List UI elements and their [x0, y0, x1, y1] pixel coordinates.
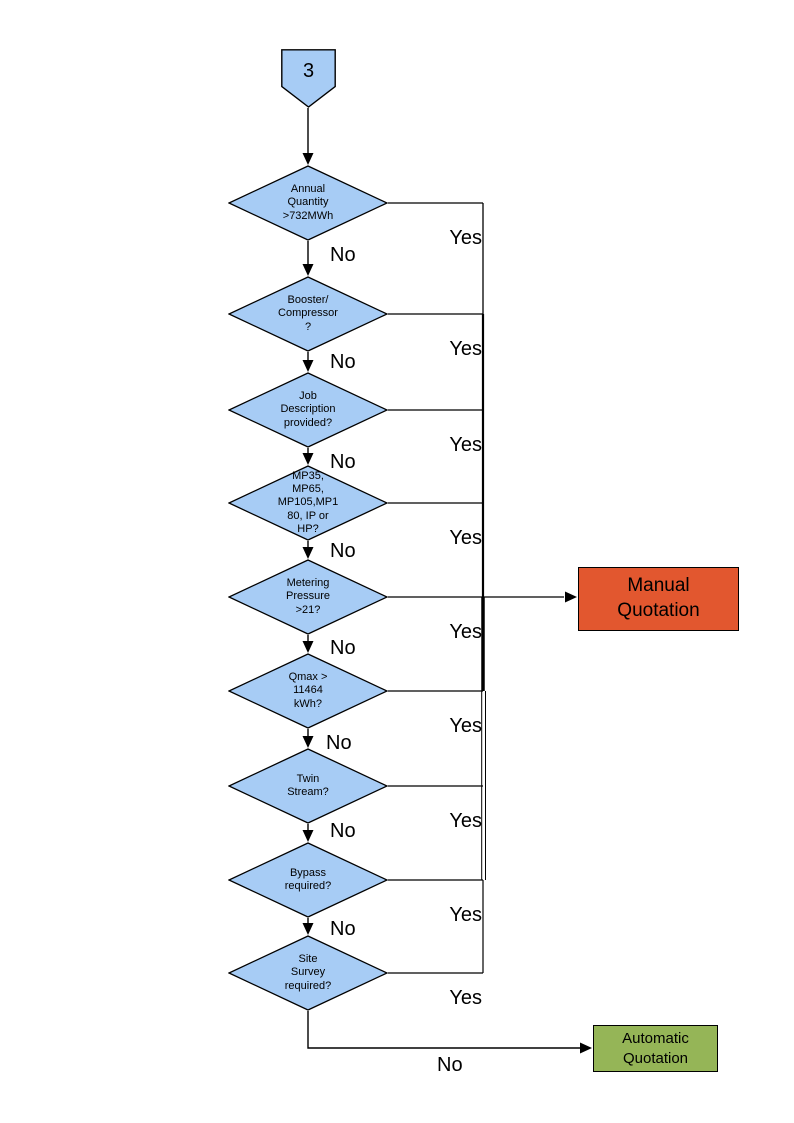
- no-label: No: [330, 637, 356, 659]
- decision-label: Annual Quantity >732MWh: [282, 183, 334, 222]
- diamond-shape: [228, 372, 388, 448]
- yes-connectors: [388, 202, 564, 974]
- no-label: No: [330, 451, 356, 473]
- no-label: No: [437, 1054, 463, 1076]
- decision-label: Bypass required?: [284, 866, 332, 892]
- no-label: No: [330, 351, 356, 373]
- diamond-shape: [228, 653, 388, 729]
- yes-bus: [481, 203, 486, 973]
- decision-mp-ip-hp: MP35, MP65, MP105,MP1 80, IP or HP?: [228, 465, 388, 541]
- decision-qmax: Qmax > 11464 kWh?: [228, 653, 388, 729]
- decision-label: Qmax > 11464 kWh?: [288, 671, 328, 710]
- yes-label: Yes: [449, 987, 482, 1009]
- manual-arrow: [565, 591, 577, 603]
- decision-bypass: Bypass required?: [228, 842, 388, 918]
- decision-label: MP35, MP65, MP105,MP1 80, IP or HP?: [277, 470, 339, 535]
- decision-job-description: Job Description provided?: [228, 372, 388, 448]
- decision-metering-pressure: Metering Pressure >21?: [228, 559, 388, 635]
- diamond-shape: [228, 935, 388, 1011]
- diamond-shape: [228, 276, 388, 352]
- diamond-shape: [228, 748, 388, 824]
- diamond-shape: [228, 465, 388, 541]
- yes-label: Yes: [449, 715, 482, 737]
- no-connectors: [302, 108, 314, 935]
- yes-label: Yes: [449, 227, 482, 249]
- decision-twin-stream: Twin Stream?: [228, 748, 388, 824]
- decision-label: Site Survey required?: [284, 953, 332, 992]
- yes-label: Yes: [449, 527, 482, 549]
- off-page-connector-label: 3: [302, 60, 315, 82]
- no-label: No: [326, 732, 352, 754]
- yes-label: Yes: [449, 434, 482, 456]
- off-page-connector-shape: [281, 49, 336, 108]
- decision-site-survey: Site Survey required?: [228, 935, 388, 1011]
- no-label: No: [330, 918, 356, 940]
- diamond-shape: [228, 165, 388, 241]
- yes-label: Yes: [449, 621, 482, 643]
- decision-booster-compressor: Booster/ Compressor ?: [228, 276, 388, 352]
- no-label: No: [330, 244, 356, 266]
- automatic-arrow: [307, 1011, 592, 1054]
- diamond-shape: [228, 842, 388, 918]
- decision-annual-quantity: Annual Quantity >732MWh: [228, 165, 388, 241]
- off-page-connector-3: 3: [281, 49, 336, 108]
- decision-label: Twin Stream?: [287, 772, 329, 798]
- manual-quotation-box: Manual Quotation: [578, 567, 739, 631]
- diamond-shape: [228, 559, 388, 635]
- decision-label: Job Description provided?: [280, 390, 336, 429]
- decision-label: Booster/ Compressor ?: [278, 294, 338, 333]
- no-label: No: [330, 540, 356, 562]
- decision-label: Metering Pressure >21?: [285, 577, 331, 616]
- yes-label: Yes: [449, 810, 482, 832]
- yes-label: Yes: [449, 904, 482, 926]
- yes-label: Yes: [449, 338, 482, 360]
- no-label: No: [330, 820, 356, 842]
- automatic-quotation-box: Automatic Quotation: [593, 1025, 718, 1072]
